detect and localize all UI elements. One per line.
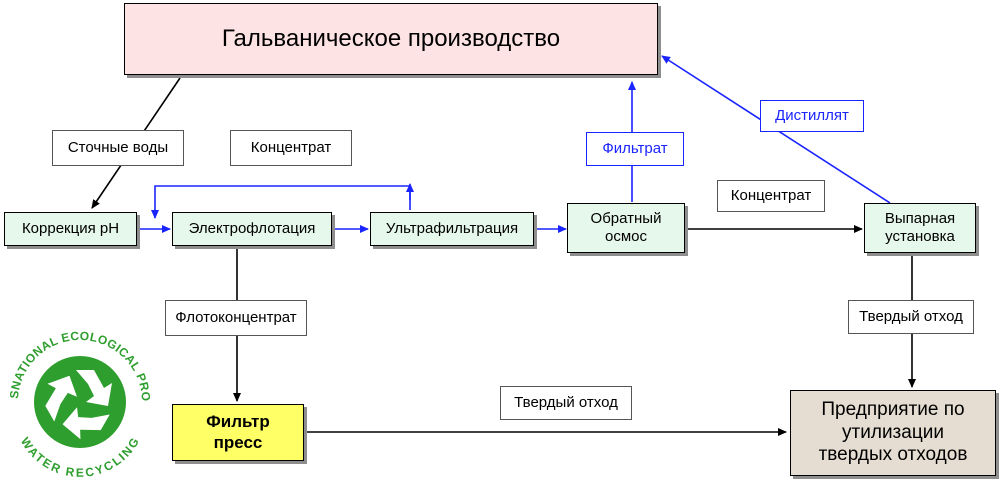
process-disposal: Предприятие по утилизации твердых отходо…: [790, 390, 996, 476]
process-label: Фильтр пресс: [206, 412, 270, 452]
flow-label: Твердый отход: [859, 308, 963, 325]
process-reverse-osmosis: Обратный осмос: [567, 203, 685, 253]
flow-label: Концентрат: [730, 187, 812, 204]
process-label: Коррекция pH: [21, 220, 120, 237]
process-ph-correction: Коррекция pH: [4, 212, 137, 246]
process-label: Обратный осмос: [590, 210, 662, 245]
flow-label: Сточные воды: [67, 139, 169, 156]
label-flotoconcentrate: Флотоконцентрат: [165, 300, 307, 336]
label-solid-waste-1: Твердый отход: [500, 386, 632, 420]
label-concentrate-2: Концентрат: [717, 180, 825, 212]
process-electroflotation: Электрофлотация: [172, 212, 332, 246]
process-label: Выпарная установка: [884, 210, 956, 245]
flow-label: Дистиллят: [775, 107, 849, 124]
label-concentrate-1: Концентрат: [230, 130, 352, 166]
flow-label: Флотоконцентрат: [175, 309, 297, 326]
label-filtrate: Фильтрат: [586, 132, 684, 166]
flow-label: Твердый отход: [514, 394, 618, 411]
flow-label: Фильтрат: [602, 140, 668, 157]
process-label: Ультрафильтрация: [385, 220, 519, 237]
title-text: Гальваническое производство: [221, 24, 561, 52]
recycle-icon: [34, 356, 126, 448]
process-evaporator: Выпарная установка: [864, 203, 976, 253]
label-solid-waste-2: Твердый отход: [848, 300, 974, 334]
process-ultrafiltration: Ультрафильтрация: [370, 212, 534, 246]
label-wastewater: Сточные воды: [52, 130, 184, 166]
transnational-ecological-project-logo: TRANSNATIONAL ECOLOGICAL PROJECT WATER R…: [0, 322, 156, 480]
title-box: Гальваническое производство: [124, 3, 658, 75]
label-distillate: Дистиллят: [760, 100, 864, 132]
process-label: Электрофлотация: [188, 220, 316, 237]
flow-label: Концентрат: [250, 139, 332, 156]
process-filter-press: Фильтр пресс: [172, 404, 304, 461]
process-label: Предприятие по утилизации твердых отходо…: [818, 398, 968, 466]
